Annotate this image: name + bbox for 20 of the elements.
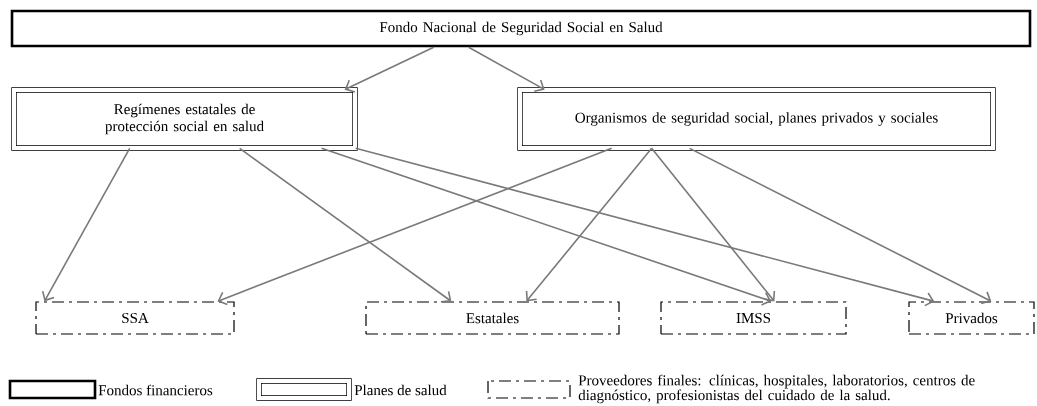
provider-box: IMSS (660, 301, 847, 335)
arrow (320, 147, 772, 306)
arrow (525, 147, 653, 302)
arrow (467, 46, 545, 93)
legend-label: Planes de salud (354, 384, 447, 396)
arrow (217, 147, 613, 306)
arrow (344, 46, 435, 93)
plan-box: Regímenes estatales de protección social en salud (11, 87, 358, 151)
legend-label: Proveedores finales: clínicas, hospitales, laboratorios, centros de diagnóstico, profesionistas del cuidado de la salud. (578, 374, 975, 404)
arrow (650, 147, 776, 302)
provider-box: Privados (908, 301, 1035, 335)
arrow (238, 147, 452, 303)
provider-box: Estatales (365, 301, 620, 335)
arrow (688, 147, 992, 305)
arrow (354, 147, 935, 307)
arrow (41, 147, 131, 302)
fund-box: Fondo Nacional de Seguridad Social en Salud (10, 9, 1032, 48)
plan-box: Organismos de seguridad social, planes privados y sociales (517, 87, 996, 151)
legend-label: Fondos financieros (98, 384, 213, 396)
provider-box: SSA (35, 301, 235, 335)
